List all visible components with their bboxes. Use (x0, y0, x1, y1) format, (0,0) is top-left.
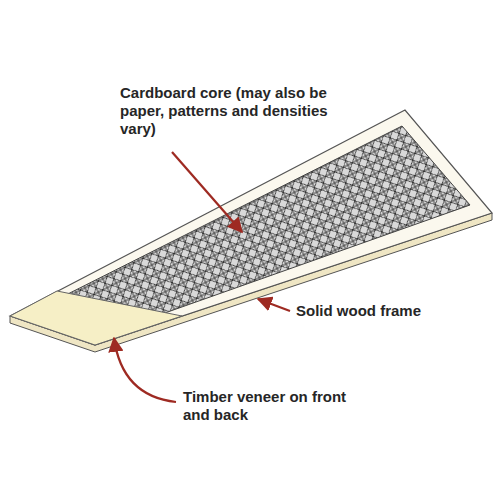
callout-label: Solid wood frame (296, 302, 486, 320)
callout-label: Timber veneer on front and back (183, 388, 353, 424)
callout-label: Cardboard core (may also be paper, patte… (120, 84, 360, 138)
leader-arrow (258, 299, 290, 311)
wood-frame (10, 110, 492, 345)
leader-arrow (114, 338, 176, 402)
timber-veneer (10, 291, 182, 345)
leader-arrow (172, 152, 242, 232)
